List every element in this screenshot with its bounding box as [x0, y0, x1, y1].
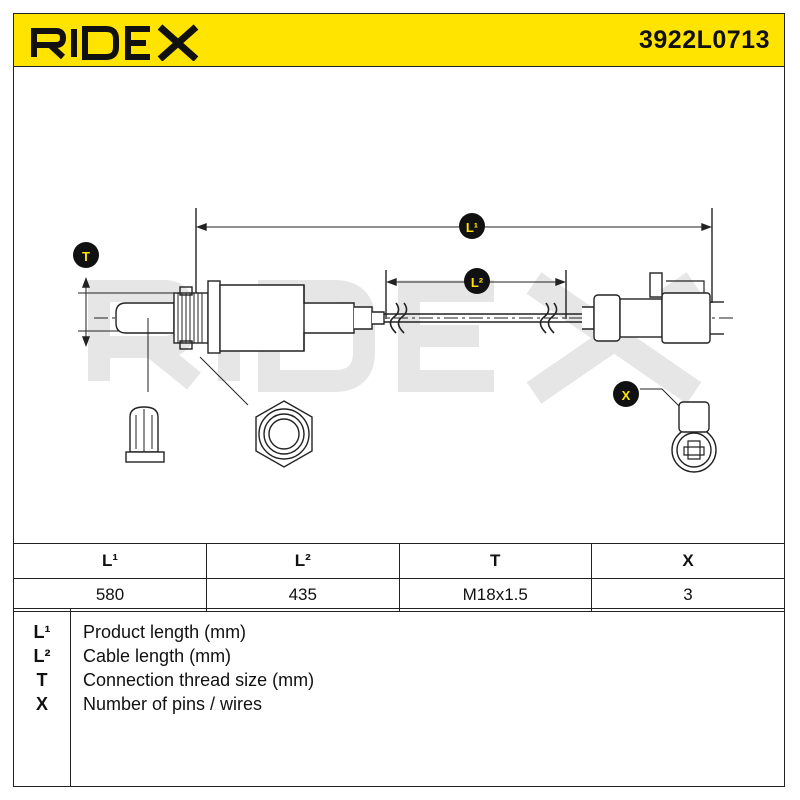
t-callout: T [73, 242, 99, 268]
spec-header-l2: L² [206, 543, 400, 579]
legend-row: T Connection thread size (mm) [14, 670, 784, 694]
legend-text: Product length (mm) [83, 622, 247, 642]
l1-callout: L¹ [459, 213, 485, 239]
legend-text: Number of pins / wires [83, 694, 263, 714]
brand-logo [31, 24, 199, 61]
legend-symbol: X [35, 694, 48, 714]
spec-value-x: 3 [591, 578, 784, 612]
legend-row: L¹ Product length (mm) [14, 622, 784, 646]
header-bar: 3922L0713 [14, 14, 784, 67]
legend-row: X Number of pins / wires [14, 694, 784, 718]
legend-symbol: T [36, 670, 48, 690]
l2-callout: L² [464, 268, 490, 294]
spec-value-l2: 435 [206, 578, 400, 612]
sensor-drawing: L¹ L² T X [73, 208, 734, 473]
technical-drawing: L¹ L² T X [14, 67, 784, 543]
spec-value-t: M18x1.5 [398, 578, 592, 612]
t-callout-label: T [82, 249, 90, 264]
spec-header-l1: L¹ [14, 543, 207, 579]
x-callout: X [613, 381, 639, 407]
legend-text: Cable length (mm) [83, 646, 232, 666]
product-sheet: 3922L0713 [13, 13, 785, 787]
spec-value-row: 580 435 M18x1.5 3 [14, 578, 784, 612]
l2-callout-label: L² [471, 275, 484, 290]
x-callout-label: X [622, 388, 631, 403]
spec-header-t: T [398, 543, 592, 579]
legend-symbol: L² [33, 646, 51, 666]
part-number: 3922L0713 [638, 26, 770, 54]
legend: L¹ Product length (mm) L² Cable length (… [14, 608, 784, 786]
legend-text: Connection thread size (mm) [83, 670, 315, 690]
legend-divider [70, 609, 71, 786]
spec-header-row: L¹ L² T X [14, 543, 784, 579]
spec-header-x: X [591, 543, 784, 579]
l1-callout-label: L¹ [466, 220, 478, 235]
spec-table: L¹ L² T X 580 435 M18x1.5 3 [14, 543, 784, 612]
legend-row: L² Cable length (mm) [14, 646, 784, 670]
legend-symbol: L¹ [33, 622, 51, 642]
spec-value-l1: 580 [14, 578, 207, 612]
